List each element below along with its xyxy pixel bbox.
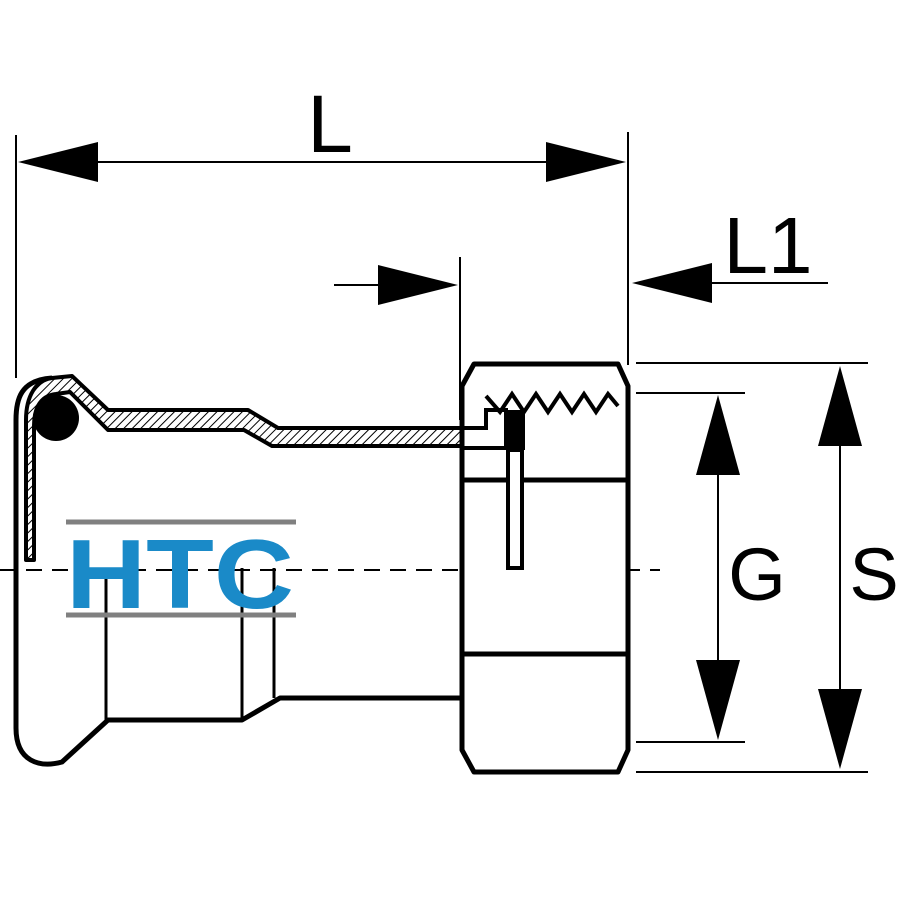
logo-text: HTC <box>66 519 294 629</box>
retaining-ring <box>505 410 525 450</box>
dimension-label-g: G <box>728 533 786 616</box>
htc-logo: HTC <box>66 519 296 629</box>
tailpiece-stem <box>506 448 524 570</box>
dimension-label-l: L <box>307 79 353 170</box>
o-ring-seal <box>33 395 79 441</box>
dimension-l: L <box>15 79 629 378</box>
dimension-g: G <box>636 392 786 743</box>
union-nut <box>459 361 631 775</box>
arrowhead-g-top <box>696 395 740 475</box>
dimension-l1: L1 <box>334 201 828 420</box>
dimension-label-l1: L1 <box>724 201 813 290</box>
arrowhead-l1-left <box>378 265 458 305</box>
internal-thread <box>484 390 620 416</box>
arrowhead-right <box>546 142 626 182</box>
nut-outline <box>459 361 631 775</box>
arrowhead-s-top <box>818 366 862 446</box>
arrowhead-l1-right <box>632 263 712 303</box>
tailpiece-collar <box>462 408 508 450</box>
arrowhead-s-bottom <box>818 689 862 769</box>
dimension-s: S <box>636 362 899 773</box>
arrowhead-left <box>18 142 98 182</box>
dimension-label-s: S <box>849 533 898 616</box>
fitting-outer-contour <box>13 375 462 767</box>
arrowhead-g-bottom <box>696 660 740 740</box>
